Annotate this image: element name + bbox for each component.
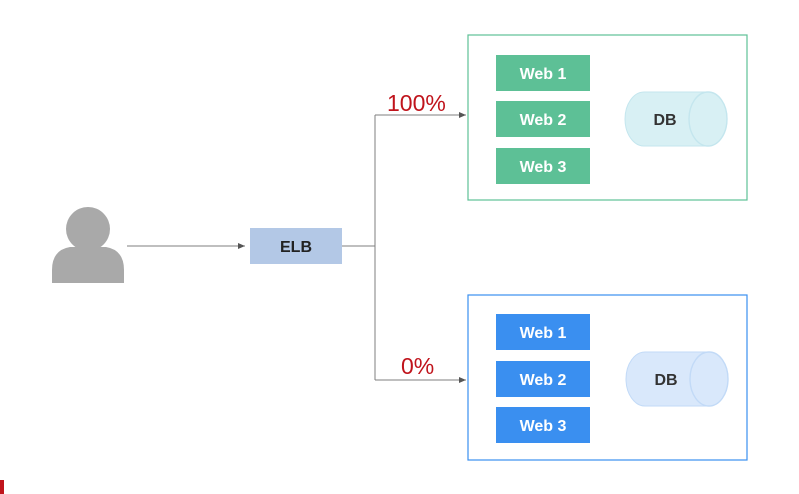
user-icon [52,207,124,283]
route-percent-green: 100% [387,90,446,116]
svg-text:Web 3: Web 3 [520,159,567,176]
elb-node[interactable]: ELB [250,228,342,264]
route-percent-blue: 0% [401,353,434,379]
web-server-1[interactable]: Web 1 [496,55,590,91]
web-server-1[interactable]: Web 1 [496,314,590,350]
web-server-2[interactable]: Web 2 [496,101,590,137]
svg-text:Web 2: Web 2 [520,372,567,389]
svg-text:DB: DB [653,112,676,129]
web-server-2[interactable]: Web 2 [496,361,590,397]
svg-text:Web 1: Web 1 [520,325,567,342]
svg-text:Web 1: Web 1 [520,66,567,83]
svg-text:DB: DB [654,372,677,389]
routing-connectors [342,112,466,383]
environment-blue: Web 1 Web 2 Web 3 DB [467,294,748,461]
database-cylinder[interactable]: DB [625,351,729,407]
web-server-3[interactable]: Web 3 [496,407,590,443]
environment-green: Web 1 Web 2 Web 3 DB [467,34,748,201]
svg-text:Web 2: Web 2 [520,112,567,129]
svg-text:Web 3: Web 3 [520,418,567,435]
web-server-3[interactable]: Web 3 [496,148,590,184]
elb-label: ELB [280,239,312,256]
corner-marker [0,480,4,494]
database-cylinder[interactable]: DB [624,91,728,147]
